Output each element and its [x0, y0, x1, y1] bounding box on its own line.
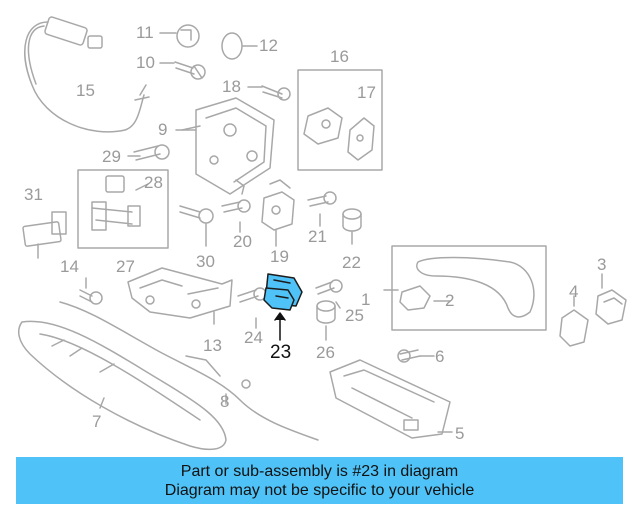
- callout-1: 1: [361, 290, 371, 309]
- part-16-box: [297, 69, 383, 171]
- callout-24: 24: [244, 328, 263, 347]
- callout-7: 7: [92, 412, 102, 431]
- callout-30: 30: [196, 252, 215, 271]
- part-6-screw: [397, 349, 421, 363]
- part-27-box: [77, 169, 169, 249]
- callout-26: 26: [316, 343, 335, 362]
- part-24-screw: [237, 287, 267, 303]
- callout-16: 16: [330, 47, 349, 66]
- callout-12: 12: [259, 36, 278, 55]
- part-17-plate: [303, 107, 375, 161]
- part-30-screw: [179, 205, 214, 224]
- part-21-screw: [307, 191, 337, 207]
- callout-23: 23: [270, 342, 292, 363]
- callout-15: 15: [76, 81, 95, 100]
- part-3-cap: [595, 289, 627, 325]
- callout-8: 8: [220, 392, 230, 411]
- part-15-cable: [24, 16, 150, 133]
- callout-29: 29: [102, 147, 121, 166]
- banner-line-2: Diagram may not be specific to your vehi…: [164, 482, 475, 499]
- banner-line-1: Part or sub-assembly is #23 in diagram: [180, 463, 459, 480]
- callout-21: 21: [308, 227, 327, 246]
- callout-27: 27: [116, 257, 135, 276]
- callout-9: 9: [158, 120, 168, 139]
- leader-lines: [37, 32, 603, 433]
- callout-6: 6: [435, 347, 445, 366]
- part-20-screw: [221, 199, 251, 213]
- part-10-screw: [174, 61, 206, 80]
- part-4-seal: [559, 309, 589, 347]
- callout-14: 14: [60, 257, 79, 276]
- part-12-cap: [221, 32, 243, 60]
- part-5-handle-frame: [329, 359, 451, 439]
- part-22-bushing: [342, 208, 362, 232]
- part-14-bolt: [79, 289, 103, 305]
- callout-31: 31: [24, 185, 43, 204]
- callout-25: 25: [345, 306, 364, 325]
- part-18-screw: [261, 85, 291, 101]
- part-26-bushing: [316, 300, 336, 324]
- callout-28: 28: [144, 173, 163, 192]
- callout-19: 19: [270, 247, 289, 266]
- callout-10: 10: [136, 53, 155, 72]
- callout-4: 4: [569, 282, 579, 301]
- parts-diagram: [17, 16, 627, 451]
- callout-13: 13: [203, 336, 222, 355]
- part-19-striker: [261, 179, 295, 231]
- part-1-handle-box: [391, 245, 547, 331]
- part-29-bolt: [133, 144, 170, 161]
- part-9-latch: [181, 97, 275, 195]
- callout-17: 17: [357, 83, 376, 102]
- callout-3: 3: [597, 255, 607, 274]
- part-8-cable: [59, 301, 319, 441]
- leader-23: [274, 312, 286, 341]
- callout-11: 11: [136, 23, 154, 42]
- part-11-clip: [176, 24, 200, 48]
- callout-2: 2: [445, 291, 455, 310]
- part-25-screw: [315, 279, 343, 295]
- part-23-highlighted: [263, 273, 303, 311]
- callout-18: 18: [222, 77, 241, 96]
- part-7-trim: [17, 320, 227, 451]
- callout-20: 20: [233, 232, 252, 251]
- part-13-bracket: [127, 267, 233, 319]
- callout-5: 5: [455, 424, 465, 443]
- part-2-cover: [399, 285, 431, 311]
- info-banner: Part or sub-assembly is #23 in diagram D…: [16, 457, 623, 504]
- part-31-bracket: [22, 211, 67, 247]
- callout-22: 22: [342, 253, 361, 272]
